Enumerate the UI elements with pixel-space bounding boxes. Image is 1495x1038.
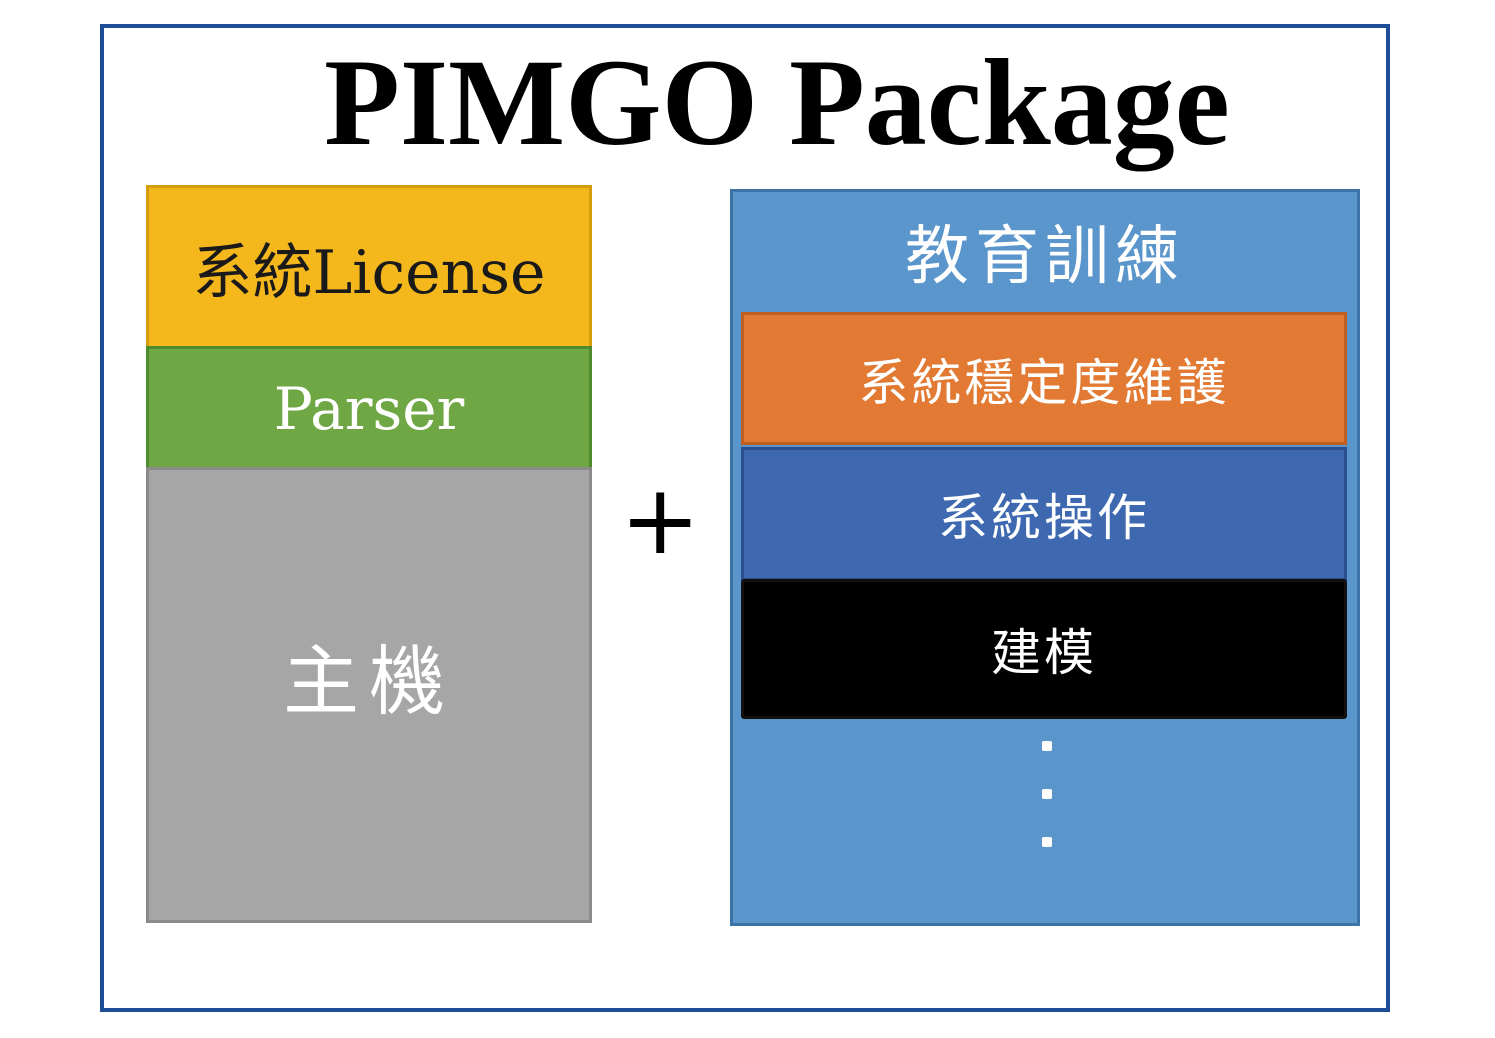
diagram-title: PIMGO Package [324, 34, 1230, 171]
operation-block: 系統操作 [741, 447, 1347, 581]
ellipsis-dot [1042, 741, 1052, 751]
ellipsis-dot [1042, 837, 1052, 847]
maintenance-block: 系統穩定度維護 [741, 312, 1347, 445]
modeling-block: 建模 [741, 579, 1347, 719]
plus-sign: + [620, 464, 701, 576]
host-block: 主機 [146, 467, 592, 923]
parser-block: Parser [146, 346, 592, 471]
license-block: 系統License [146, 185, 592, 350]
training-header: 教育訓練 [905, 220, 1185, 294]
diagram-frame [100, 24, 1390, 1012]
ellipsis-dot [1042, 789, 1052, 799]
